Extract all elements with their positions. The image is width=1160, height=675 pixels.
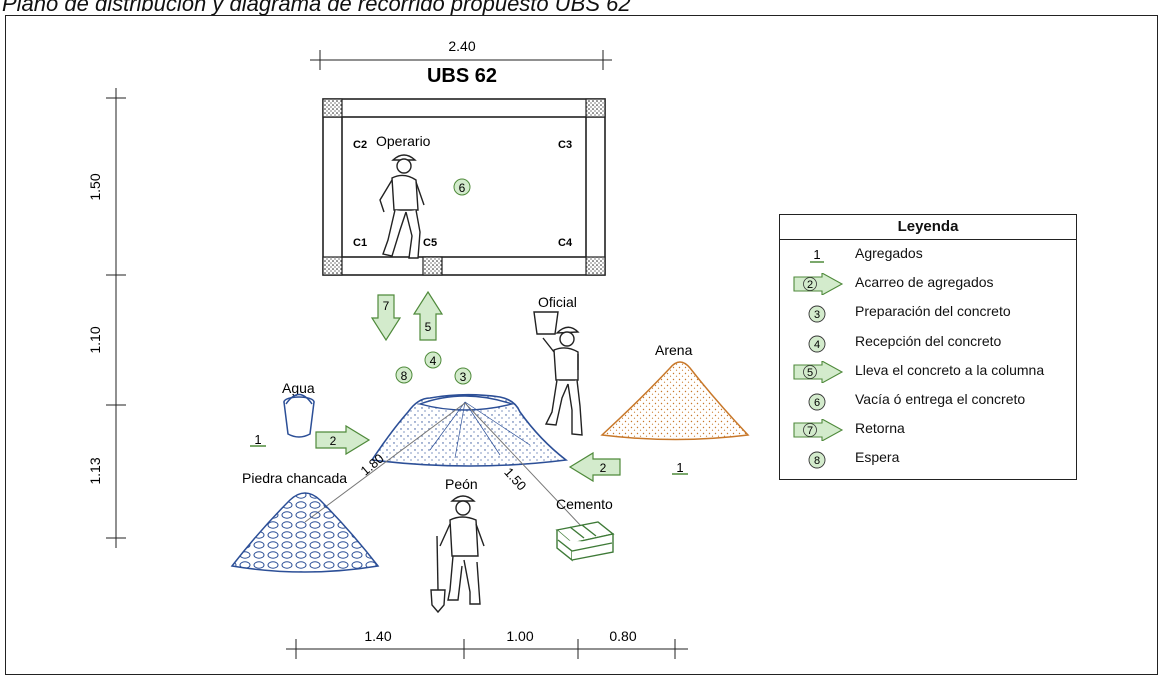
svg-text:6: 6 [814, 397, 820, 409]
legend-item-vacia: 6 Vacía ó entrega el concreto [780, 386, 1076, 415]
plan-arrow-5-up: 5 [412, 290, 444, 341]
legend-item-agregados: 1 Agregados [780, 240, 1076, 269]
legend-label: Recepción del concreto [855, 332, 1002, 349]
svg-text:5: 5 [807, 367, 813, 379]
legend-item-lleva: 5 Lleva el concreto a la columna [780, 357, 1076, 386]
material-cemento-label: Cemento [556, 496, 613, 512]
dim-bottom-3: 0.80 [609, 628, 636, 644]
svg-text:7: 7 [383, 299, 390, 313]
left-dimension-line [106, 88, 126, 548]
svg-text:3: 3 [460, 370, 467, 384]
step-5-arrow-icon: 5 [793, 360, 844, 383]
step-2-arrow-icon: 2 [793, 273, 844, 296]
plan-step-6: 6 [453, 178, 471, 196]
column-c3 [585, 98, 606, 118]
label-c4: C4 [558, 237, 573, 249]
svg-text:1: 1 [813, 247, 820, 262]
dim-left-2: 1.10 [87, 326, 103, 353]
step-7-arrow-icon: 7 [793, 419, 844, 442]
worker-peon-label: Peón [445, 476, 478, 492]
plan-step-1-left: 1 [250, 432, 266, 447]
svg-text:4: 4 [430, 354, 437, 368]
step-1-underline-icon: 1 [810, 247, 824, 263]
svg-text:2: 2 [807, 279, 813, 291]
distance-lines [304, 402, 583, 528]
legend-label: Agregados [855, 245, 923, 261]
legend-item-espera: 8 Espera [780, 444, 1076, 473]
column-c4 [585, 256, 606, 276]
legend-item-acarreo: 2 Acarreo de agregados [780, 269, 1076, 298]
svg-text:1: 1 [676, 460, 683, 475]
plan-arrow-2-right: 2 [315, 424, 371, 456]
svg-text:6: 6 [459, 181, 466, 195]
plan-arrow-2-left: 2 [568, 451, 621, 483]
label-c5: C5 [423, 237, 437, 249]
step-3-circle-icon: 3 [808, 305, 826, 323]
svg-text:7: 7 [807, 425, 813, 437]
svg-text:3: 3 [814, 309, 820, 321]
legend-label: Lleva el concreto a la columna [855, 361, 1045, 378]
legend-item-retorna: 7 Retorna [780, 415, 1076, 444]
bottom-dimension-line [286, 639, 688, 659]
step-8-circle-icon: 8 [808, 451, 826, 469]
step-6-circle-icon: 6 [808, 393, 826, 411]
plan-title: UBS 62 [427, 65, 497, 87]
legend-item-preparacion: 3 Preparación del concreto [780, 298, 1076, 327]
column-c2 [322, 98, 343, 118]
material-piedra-label: Piedra chancada [242, 470, 347, 486]
plan-arrow-7-down: 7 [370, 294, 402, 342]
worker-oficial-label: Oficial [538, 294, 577, 310]
label-c3: C3 [558, 139, 572, 151]
piedra-pile [230, 492, 380, 573]
svg-text:8: 8 [814, 455, 820, 467]
arena-pile [600, 361, 750, 441]
legend-title: Leyenda [780, 215, 1076, 240]
svg-text:2: 2 [330, 434, 337, 448]
legend-item-recepcion: 4 Recepción del concreto [780, 328, 1076, 357]
worker-peon-icon [430, 495, 485, 614]
worker-operario-icon [379, 154, 425, 259]
dim-top: 2.40 [448, 38, 475, 54]
legend-label: Preparación del concreto [855, 303, 1011, 320]
svg-text:8: 8 [401, 369, 408, 383]
legend-label: Retorna [855, 420, 905, 437]
column-c1 [322, 256, 343, 276]
top-dimension-line [310, 50, 612, 70]
step-4-circle-icon: 4 [808, 335, 826, 353]
column-c5 [422, 256, 443, 276]
dim-bottom-2: 1.00 [506, 628, 533, 644]
dim-left-1: 1.50 [87, 173, 103, 200]
plan-step-3: 3 [454, 367, 472, 385]
plan-step-4: 4 [424, 351, 442, 369]
bucket-icon [283, 393, 315, 438]
concrete-mixing-mound [370, 393, 569, 467]
plan-step-8: 8 [395, 366, 413, 384]
label-c2: C2 [353, 139, 367, 151]
material-arena-label: Arena [655, 342, 693, 358]
ubs-columns [322, 98, 606, 276]
svg-text:1: 1 [254, 432, 261, 447]
figure-caption: Plano de distribución y diagrama de reco… [2, 0, 631, 16]
plan-step-1-right: 1 [672, 460, 688, 475]
dim-left-3: 1.13 [87, 457, 103, 484]
label-c1: C1 [353, 237, 367, 249]
svg-text:2: 2 [600, 461, 607, 475]
worker-operario-label: Operario [376, 133, 431, 149]
dim-diag-cemento: 1.50 [501, 465, 529, 494]
legend-label: Vacía ó entrega el concreto [855, 390, 1026, 407]
cement-bags-icon [555, 521, 615, 562]
svg-text:4: 4 [814, 339, 820, 351]
legend-label: Acarreo de agregados [855, 274, 994, 291]
legend-box: Leyenda 1 Agregados 2 Acarreo de agregad… [779, 214, 1077, 480]
material-agua-label: Agua [282, 380, 315, 396]
dim-bottom-1: 1.40 [364, 628, 391, 644]
legend-label: Espera [855, 449, 900, 466]
svg-text:5: 5 [425, 320, 432, 334]
worker-oficial-icon [533, 311, 583, 436]
